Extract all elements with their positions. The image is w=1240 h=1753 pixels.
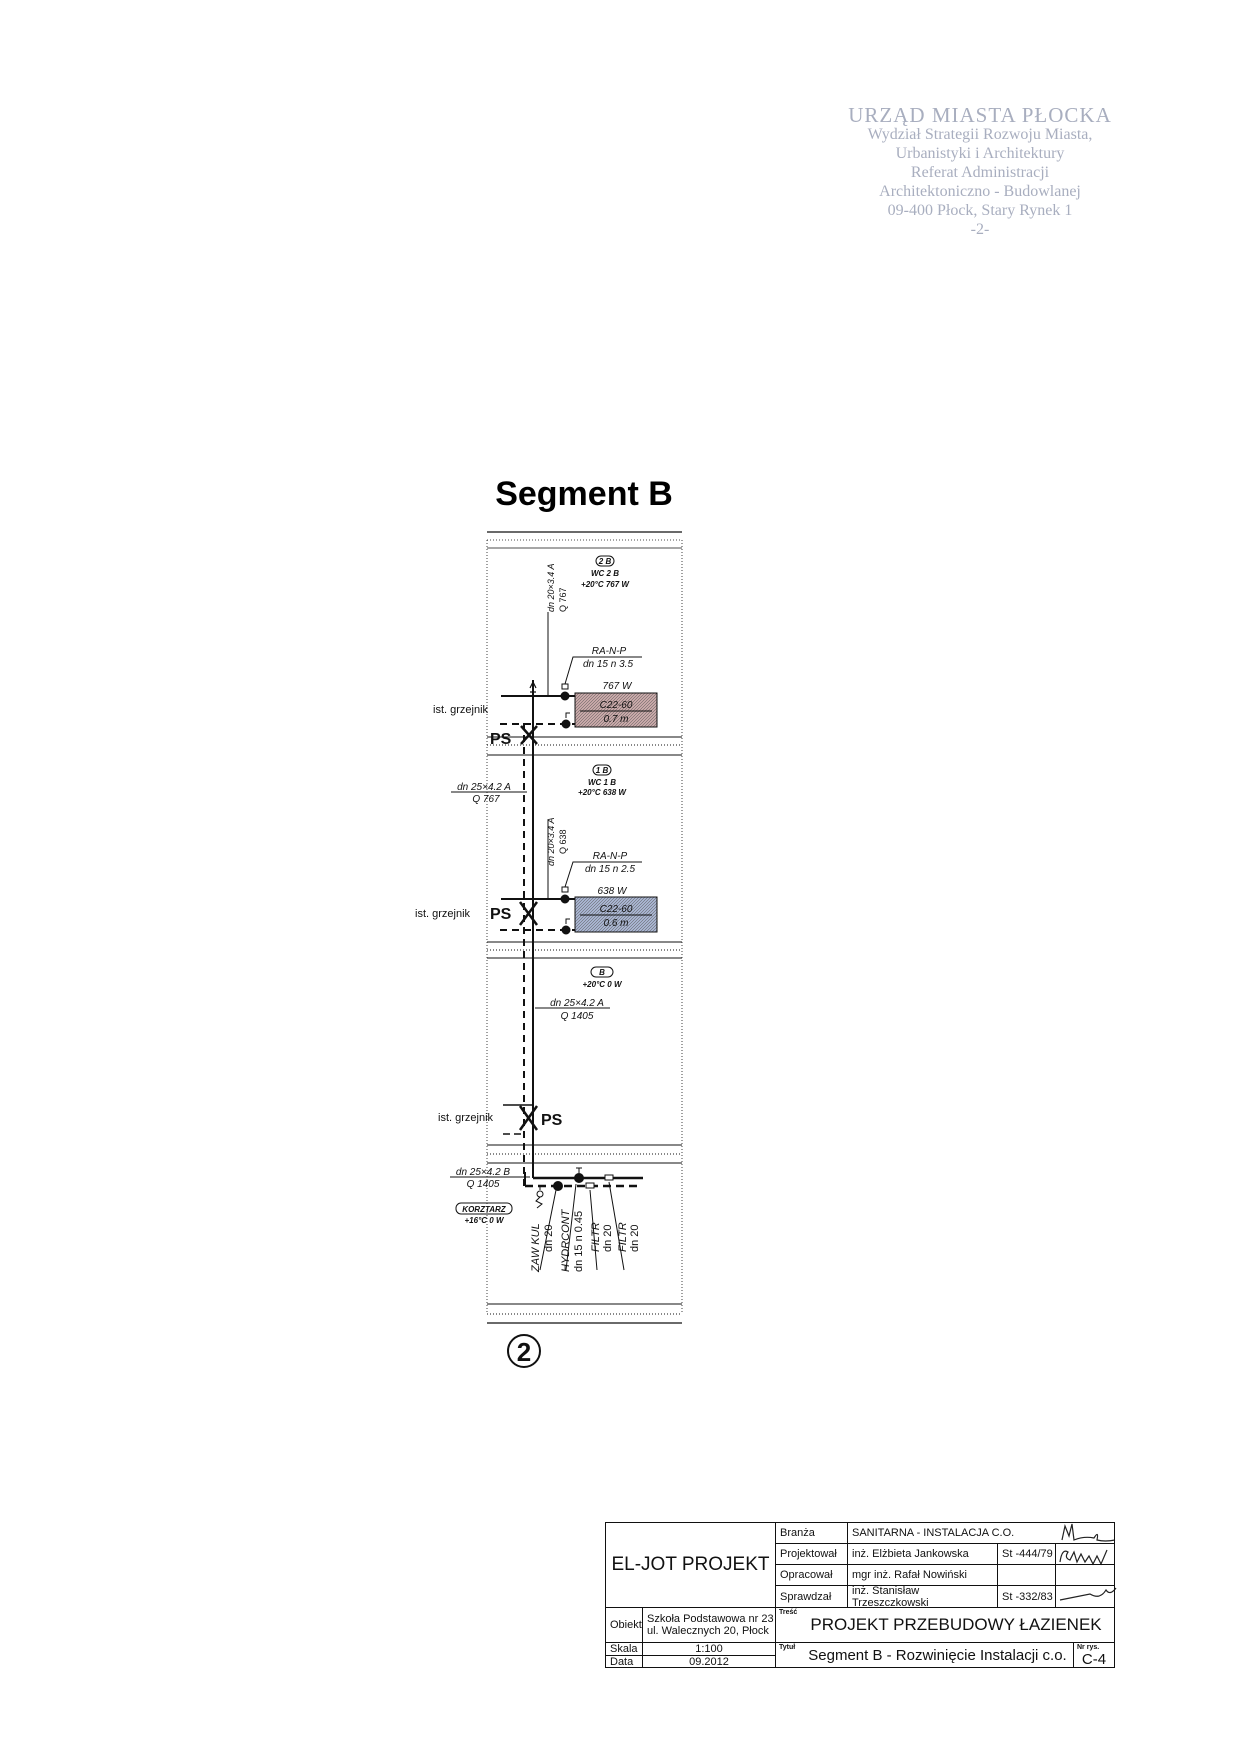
person-name: inż. Stanisław Trzeszczkowski bbox=[847, 1585, 998, 1609]
room-temp-power: +20°C 767 W bbox=[581, 580, 630, 589]
role-label: Sprawdzał bbox=[775, 1585, 848, 1608]
riser-pipe-label: dn 25×4.2 A bbox=[550, 998, 604, 1009]
radiator-length: 0.7 m bbox=[603, 714, 628, 725]
stamp-line: -2- bbox=[970, 221, 990, 238]
sheet-number: 2 bbox=[517, 1337, 531, 1367]
room-badge bbox=[592, 764, 612, 776]
license-number: St -444/79 bbox=[997, 1543, 1056, 1565]
tytul-value: Segment B - Rozwinięcie Instalacji c.o. bbox=[808, 1646, 1067, 1664]
person-name: mgr inż. Rafał Nowiński bbox=[847, 1564, 998, 1586]
riser-q-label: Q 1405 bbox=[467, 1179, 500, 1190]
existing-radiator-label: ist. grzejnik bbox=[433, 704, 489, 716]
branza-label: Branża bbox=[775, 1522, 848, 1544]
existing-radiator-label: ist. grzejnik bbox=[438, 1112, 494, 1124]
branch-q-label: Q 638 bbox=[558, 829, 568, 854]
stamp-line: Referat Administracji bbox=[910, 164, 1050, 181]
riser-q-label: Q 767 bbox=[472, 794, 500, 805]
valve-label: RA-N-P bbox=[592, 646, 627, 657]
obiekt-value: Szkoła Podstawowa nr 23 ul. Walecznych 2… bbox=[642, 1607, 776, 1643]
fitting-spec: dn 15 n 0.45 bbox=[573, 1211, 585, 1272]
room-temp-power: +20°C 638 W bbox=[578, 788, 627, 797]
stamp-line: URZĄD MIASTA PŁOCKA bbox=[848, 103, 1112, 127]
tresc-cell: Treść PROJEKT PRZEBUDOWY ŁAZIENEK bbox=[775, 1607, 1115, 1643]
segment-title: Segment B bbox=[495, 475, 673, 513]
riser-pipe-label: dn 25×4.2 A bbox=[457, 782, 511, 793]
riser-pipe-label: dn 25×4.2 B bbox=[456, 1167, 511, 1178]
nr-label: Nr rys. bbox=[1077, 1644, 1100, 1651]
riser-q-label: Q 1405 bbox=[561, 1011, 594, 1022]
room-badge-label: 2 B bbox=[598, 557, 612, 566]
skala-value: 1:100 bbox=[642, 1642, 776, 1656]
data-label: Data bbox=[605, 1655, 643, 1668]
section-frame bbox=[486, 531, 683, 1324]
fitting-spec: dn 20 bbox=[602, 1224, 614, 1252]
radiator-power: 638 W bbox=[598, 886, 628, 897]
radiator-type: C22-60 bbox=[600, 700, 633, 711]
radiator-wc2b: dn 20×3.4 A Q 767 RA-N-P dn 15 n 3.5 767… bbox=[500, 564, 658, 729]
fitting-label: FILTR bbox=[590, 1222, 602, 1252]
stamp-line: Wydział Strategii Rozwoju Miasta, bbox=[867, 126, 1093, 143]
obiekt-label: Obiekt bbox=[605, 1607, 643, 1643]
obiekt-line: Szkoła Podstawowa nr 23 bbox=[647, 1613, 774, 1625]
license-number: St -332/83 bbox=[997, 1585, 1056, 1608]
branch-q-label: Q 767 bbox=[558, 587, 568, 612]
fitting-label: ZAW KUL bbox=[530, 1223, 542, 1273]
signature-cell bbox=[1055, 1585, 1115, 1608]
skala-label: Skala bbox=[605, 1642, 643, 1656]
role-label: Projektował bbox=[775, 1543, 848, 1565]
room-temp-power: +16°C 0 W bbox=[465, 1216, 505, 1225]
valve-label: RA-N-P bbox=[593, 851, 628, 862]
valve-spec: dn 15 n 3.5 bbox=[583, 659, 633, 670]
role-label: Opracował bbox=[775, 1564, 848, 1586]
drawing-number: C-4 bbox=[1081, 1651, 1107, 1668]
fitting-label: HYDRCONT bbox=[560, 1208, 572, 1272]
drawing-number-cell: Nr rys. C-4 bbox=[1073, 1642, 1115, 1668]
room-temp-power: +20°C 0 W bbox=[583, 980, 623, 989]
room-name: WC 1 B bbox=[588, 778, 616, 787]
tresc-value: PROJEKT PRZEBUDOWY ŁAZIENEK bbox=[810, 1615, 1102, 1634]
tytul-label: Tytuł bbox=[779, 1644, 796, 1651]
room-badge bbox=[590, 966, 614, 978]
signatures bbox=[1059, 1523, 1117, 1601]
tytul-cell: Tytuł Segment B - Rozwinięcie Instalacji… bbox=[775, 1642, 1074, 1668]
fitting-spec: dn 20 bbox=[543, 1224, 555, 1252]
branch-pipe-label: dn 20×3.4 A bbox=[546, 564, 556, 612]
room-badge bbox=[595, 555, 615, 567]
approval-stamp: URZĄD MIASTA PŁOCKA Wydział Strategii Ro… bbox=[800, 103, 1160, 239]
tresc-label: Treść bbox=[779, 1609, 798, 1616]
stamp-line: Urbanistyki i Architektury bbox=[895, 145, 1065, 162]
fitting-label: FILTR bbox=[617, 1222, 629, 1252]
ps-valve-symbols bbox=[503, 725, 539, 1135]
basement-fittings bbox=[524, 1167, 643, 1271]
fitting-spec: dn 20 bbox=[629, 1224, 641, 1252]
stamp-line: Architektoniczno - Budowlanej bbox=[879, 183, 1081, 200]
room-badge-label: 1 B bbox=[596, 766, 609, 775]
room-badge bbox=[455, 1202, 513, 1215]
riser-pipes bbox=[523, 680, 537, 1186]
room-badge-label: B bbox=[599, 968, 605, 977]
ps-label: PS bbox=[541, 1112, 563, 1129]
room-badge-label: KORZTARZ bbox=[462, 1205, 507, 1214]
radiator-length: 0.6 m bbox=[603, 918, 628, 929]
ps-label: PS bbox=[490, 906, 512, 923]
signature-cell bbox=[1055, 1564, 1115, 1586]
room-name: WC 2 B bbox=[591, 569, 619, 578]
stamp-line: 09-400 Płock, Stary Rynek 1 bbox=[887, 202, 1073, 219]
radiator-type: C22-60 bbox=[600, 904, 633, 915]
valve-spec: dn 15 n 2.5 bbox=[585, 864, 635, 875]
person-name: inż. Elżbieta Jankowska bbox=[847, 1543, 998, 1565]
radiator-wc1b: dn 20×3.4 A Q 638 RA-N-P dn 15 n 2.5 638… bbox=[500, 818, 658, 935]
obiekt-line: ul. Walecznych 20, Płock bbox=[647, 1625, 769, 1637]
existing-radiator-label: ist. grzejnik bbox=[415, 908, 471, 920]
data-value: 09.2012 bbox=[642, 1655, 776, 1668]
sheet-number-circle bbox=[507, 1334, 541, 1368]
branza-value: SANITARNA - INSTALACJA C.O. bbox=[847, 1522, 1115, 1544]
signature-cell bbox=[1055, 1543, 1115, 1565]
branch-pipe-label: dn 20×3.4 A bbox=[546, 818, 556, 866]
radiator-power: 767 W bbox=[603, 681, 633, 692]
ps-label: PS bbox=[490, 731, 512, 748]
company-name: EL-JOT PROJEKT bbox=[605, 1522, 776, 1608]
license-number bbox=[997, 1564, 1056, 1586]
